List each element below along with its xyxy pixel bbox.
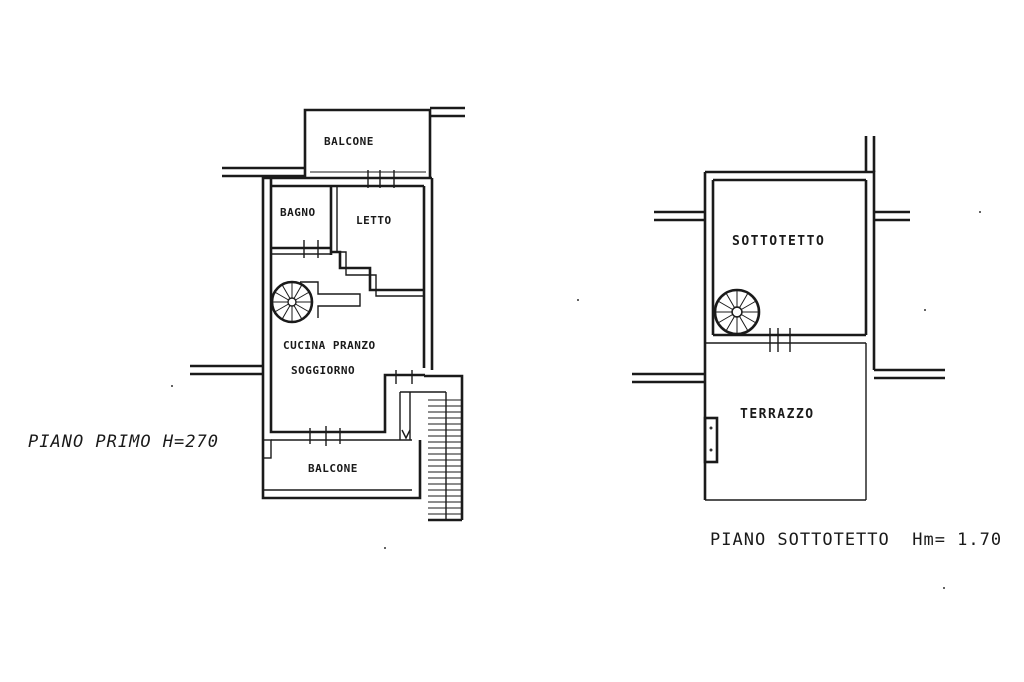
label-letto: LETTO bbox=[356, 214, 392, 227]
label-balcone-top: BALCONE bbox=[324, 135, 374, 148]
label-cucina-pranzo: CUCINA PRANZO bbox=[283, 339, 376, 352]
external-stair bbox=[399, 374, 464, 522]
label-soggiorno: SOGGIORNO bbox=[291, 364, 355, 377]
spiral-stair-primo bbox=[270, 280, 314, 324]
label-bagno: BAGNO bbox=[280, 206, 316, 219]
plan-piano-sottotetto: SOTTOTETTO TERRAZZO PIANO SOTTOTETTO Hm=… bbox=[632, 136, 1002, 550]
spiral-stair-sottotetto bbox=[713, 288, 761, 336]
floor-label-piano-primo: PIANO PRIMO H=270 bbox=[28, 432, 219, 452]
outer-walls-primo bbox=[261, 176, 434, 500]
label-balcone-bottom: BALCONE bbox=[308, 462, 358, 475]
plan-piano-primo: BALCONE BAGNO LETTO CUCINA PRANZO SOGGIO… bbox=[28, 106, 465, 522]
adjacent-walls-sottotetto bbox=[632, 136, 945, 384]
interior-partitions-primo bbox=[271, 186, 424, 318]
scan-specks bbox=[171, 211, 981, 589]
floor-label-piano-sottotetto: PIANO SOTTOTETTO Hm= 1.70 bbox=[710, 530, 1002, 550]
openings-sottotetto bbox=[703, 328, 791, 464]
openings-primo bbox=[262, 170, 413, 459]
label-sottotetto: SOTTOTETTO bbox=[732, 234, 825, 249]
label-terrazzo: TERRAZZO bbox=[740, 407, 815, 422]
